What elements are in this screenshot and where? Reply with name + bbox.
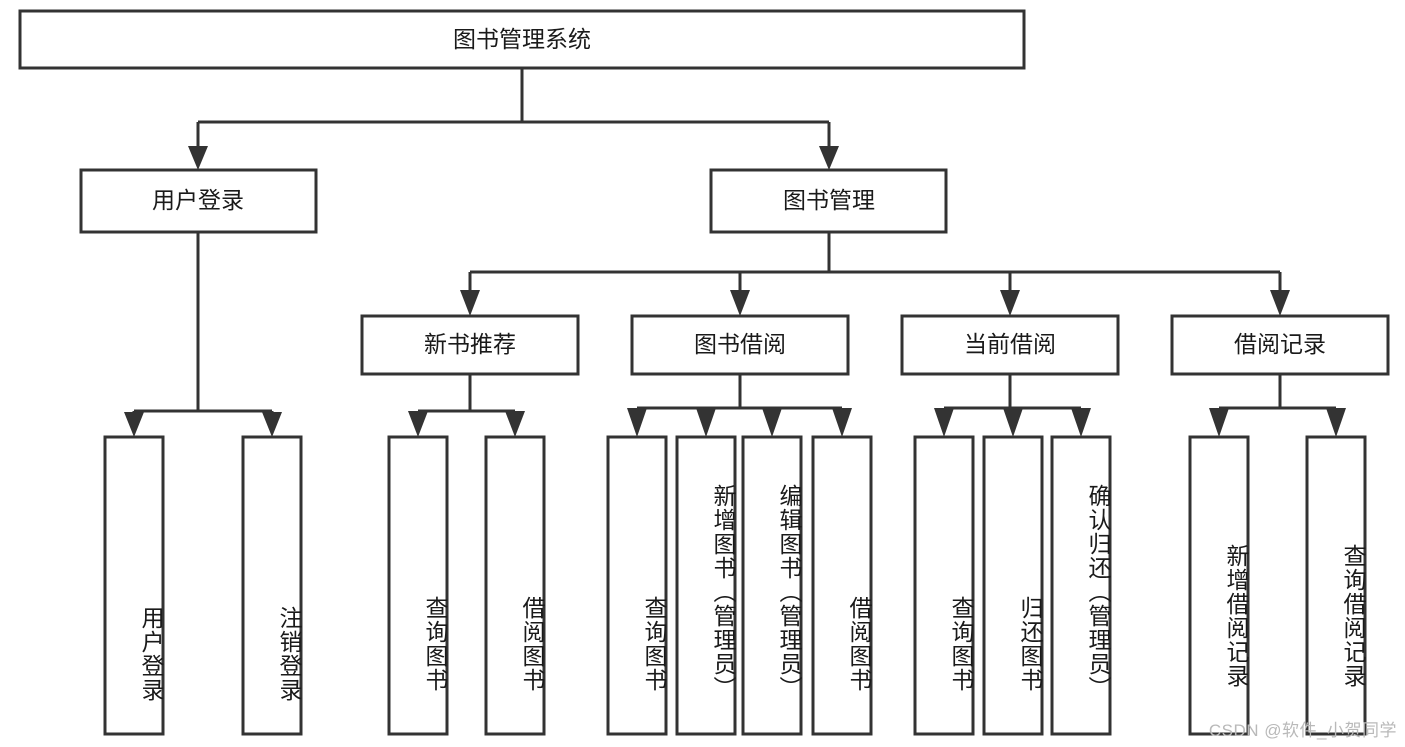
node-box-leaf-query-book-nb[interactable]	[387, 435, 449, 736]
connector-group-root	[188, 68, 839, 170]
node-box-leaf-confirm-return[interactable]	[1050, 435, 1112, 736]
node-box-leaf-query-book-bw[interactable]	[606, 435, 668, 736]
arrow-ul-to-logout	[262, 412, 282, 437]
arrow-nb-to-query-book	[408, 411, 428, 437]
arrow-bw-to-query-book	[627, 408, 647, 437]
arrow-rc-to-add-record	[1209, 408, 1229, 437]
arrow-root-to-book-mgmt	[819, 146, 839, 170]
node-box-leaf-borrow-book-nb[interactable]	[484, 435, 546, 736]
node-box-borrow-records[interactable]	[1170, 314, 1390, 376]
node-label-book-borrow: 图书借阅	[694, 331, 786, 357]
node-box-leaf-query-book-cb[interactable]	[913, 435, 975, 736]
node-label-user-login: 用户登录	[152, 187, 244, 213]
connector-group-records	[1209, 374, 1346, 437]
arrow-rc-to-query-record	[1326, 408, 1346, 437]
arrow-bm-to-borrow	[730, 290, 750, 316]
connector-group-borrow	[627, 374, 852, 437]
node-box-leaf-return-book[interactable]	[982, 435, 1044, 736]
connector-group-new-books	[408, 374, 525, 437]
connector-group-current	[934, 374, 1091, 437]
arrow-bw-to-add-book	[696, 408, 716, 437]
arrow-bm-to-records	[1270, 290, 1290, 316]
arrow-nb-to-borrow-book	[505, 411, 525, 437]
arrow-cb-to-return-book	[1003, 408, 1023, 437]
arrow-bw-to-borrow-book	[832, 408, 852, 437]
node-box-leaf-add-record[interactable]	[1188, 435, 1250, 736]
node-box-book-management[interactable]	[709, 168, 948, 234]
node-label-book-management: 图书管理	[783, 187, 875, 213]
node-box-leaf-query-record[interactable]	[1305, 435, 1367, 736]
node-box-new-book-recommend[interactable]	[360, 314, 580, 376]
connector-group-book-mgmt	[460, 232, 1290, 316]
node-label-root: 图书管理系统	[453, 26, 591, 52]
node-box-leaf-logout[interactable]	[241, 435, 303, 736]
node-box-leaf-borrow-book-bw[interactable]	[811, 435, 873, 736]
node-label-current-borrow: 当前借阅	[964, 331, 1056, 357]
arrow-cb-to-confirm-return	[1071, 408, 1091, 437]
arrow-bm-to-current	[1000, 290, 1020, 316]
node-box-user-login[interactable]	[79, 168, 318, 234]
watermark-text: CSDN @软件_小贺同学	[1208, 721, 1397, 740]
node-box-leaf-edit-book[interactable]	[741, 435, 803, 736]
node-label-borrow-records: 借阅记录	[1234, 331, 1326, 357]
node-box-root[interactable]	[18, 9, 1026, 70]
connector-group-user-login	[124, 232, 282, 437]
arrow-bm-to-new-books	[460, 290, 480, 316]
arrow-root-to-user-login	[188, 146, 208, 170]
arrow-cb-to-query-book	[934, 408, 954, 437]
node-box-leaf-add-book[interactable]	[675, 435, 737, 736]
node-box-leaf-user-login[interactable]	[103, 435, 165, 736]
node-label-new-book-recommend: 新书推荐	[424, 331, 516, 357]
arrow-ul-to-login	[124, 412, 144, 437]
arrow-bw-to-edit-book	[762, 408, 782, 437]
node-box-current-borrow[interactable]	[900, 314, 1120, 376]
node-box-book-borrow[interactable]	[630, 314, 850, 376]
